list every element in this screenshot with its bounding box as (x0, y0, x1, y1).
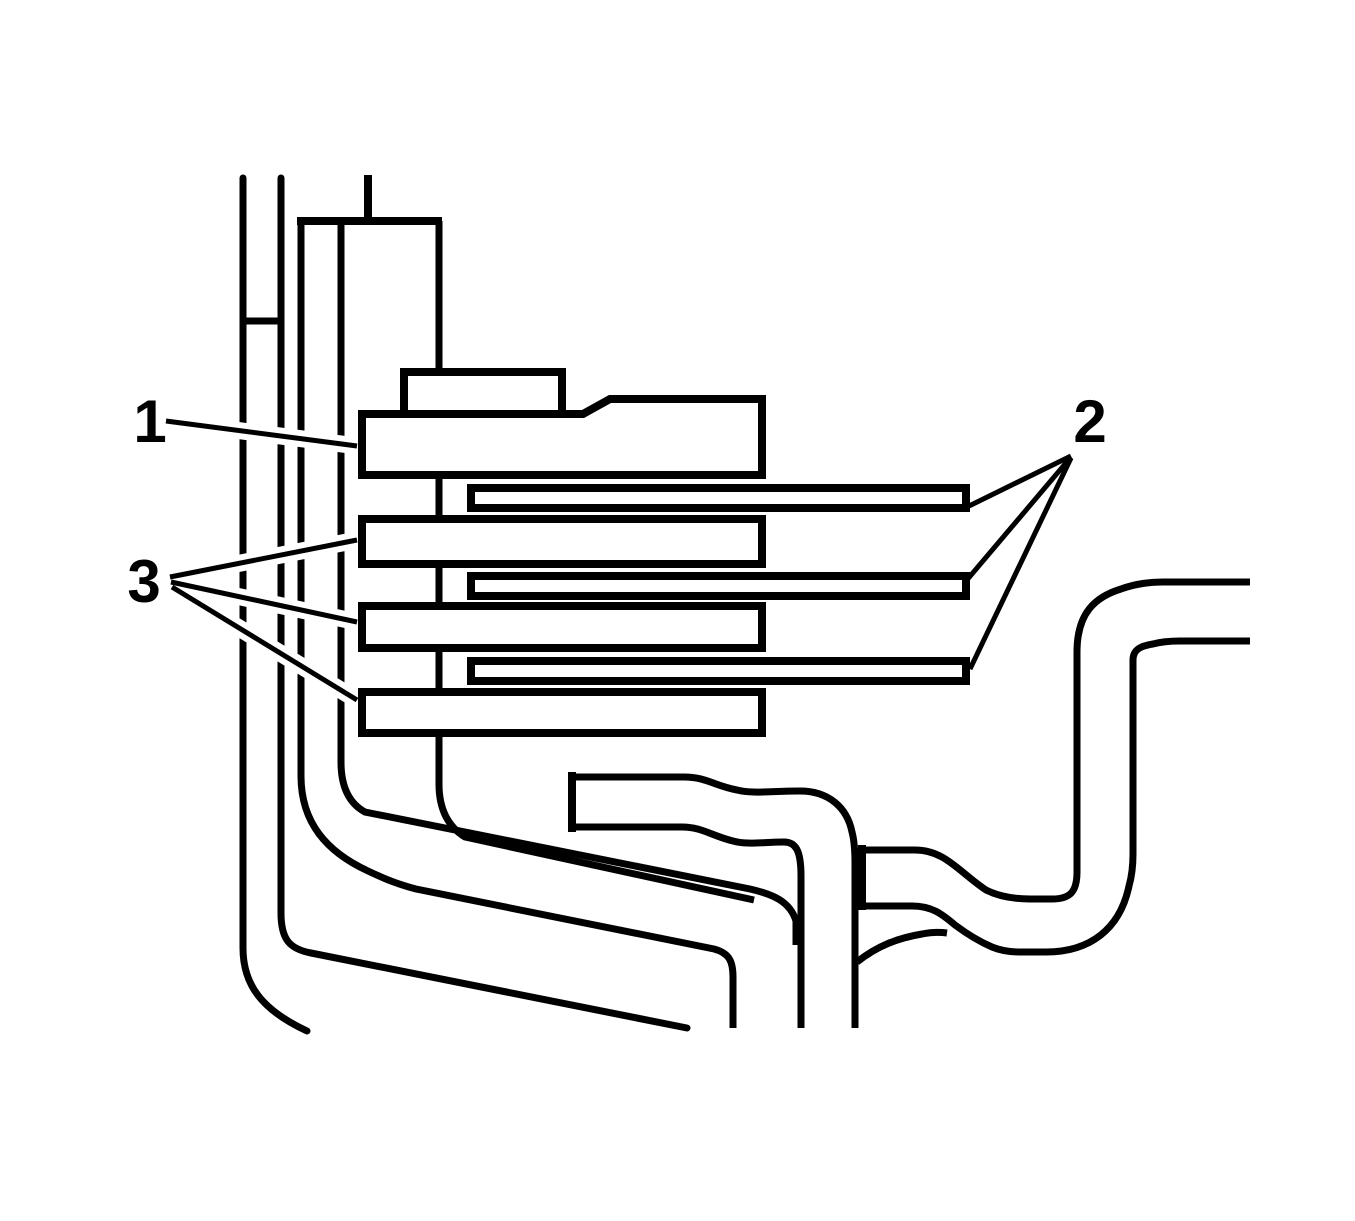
panel-line-4 (337, 221, 800, 945)
top-small-block (400, 368, 566, 420)
panel-line-3 (297, 221, 737, 1028)
harness-lines (239, 174, 800, 1035)
thick-plate-a (358, 515, 766, 568)
callout-2-label: 2 (1073, 388, 1106, 455)
thin-plate-2 (467, 572, 970, 600)
thin-plate-3 (467, 657, 970, 685)
leader-callout-1 (165, 418, 358, 449)
leader-callout-2b (964, 455, 1073, 583)
plate-stack (358, 368, 970, 737)
leader-callout-3c (170, 584, 359, 703)
hose-assembly (568, 578, 1250, 1028)
branch-wall-lower (862, 637, 1250, 956)
thick-plate-b (358, 602, 766, 652)
branch-wall-upper (862, 578, 1250, 903)
leader-callout-3a (169, 537, 358, 580)
leader-callout-3b (170, 579, 358, 625)
panel-line-1 (239, 174, 311, 1035)
hose-crimp-squiggle (854, 928, 948, 965)
leader-callout-2a (967, 453, 1073, 509)
leader-lines (165, 418, 1074, 703)
thin-plate-1 (467, 484, 970, 512)
callout-3-label: 3 (127, 548, 160, 615)
callout-1-label: 1 (133, 388, 166, 455)
tube-inner-edge (572, 823, 805, 1028)
panel-line-5 (435, 221, 755, 904)
leader-callout-2c (967, 456, 1074, 671)
thick-plate-top (358, 395, 766, 479)
thick-plate-c (358, 688, 766, 737)
panel-line-2 (277, 174, 691, 1032)
tube-outer-edge (572, 773, 859, 1028)
callout-labels: 1 2 3 (127, 388, 1106, 615)
